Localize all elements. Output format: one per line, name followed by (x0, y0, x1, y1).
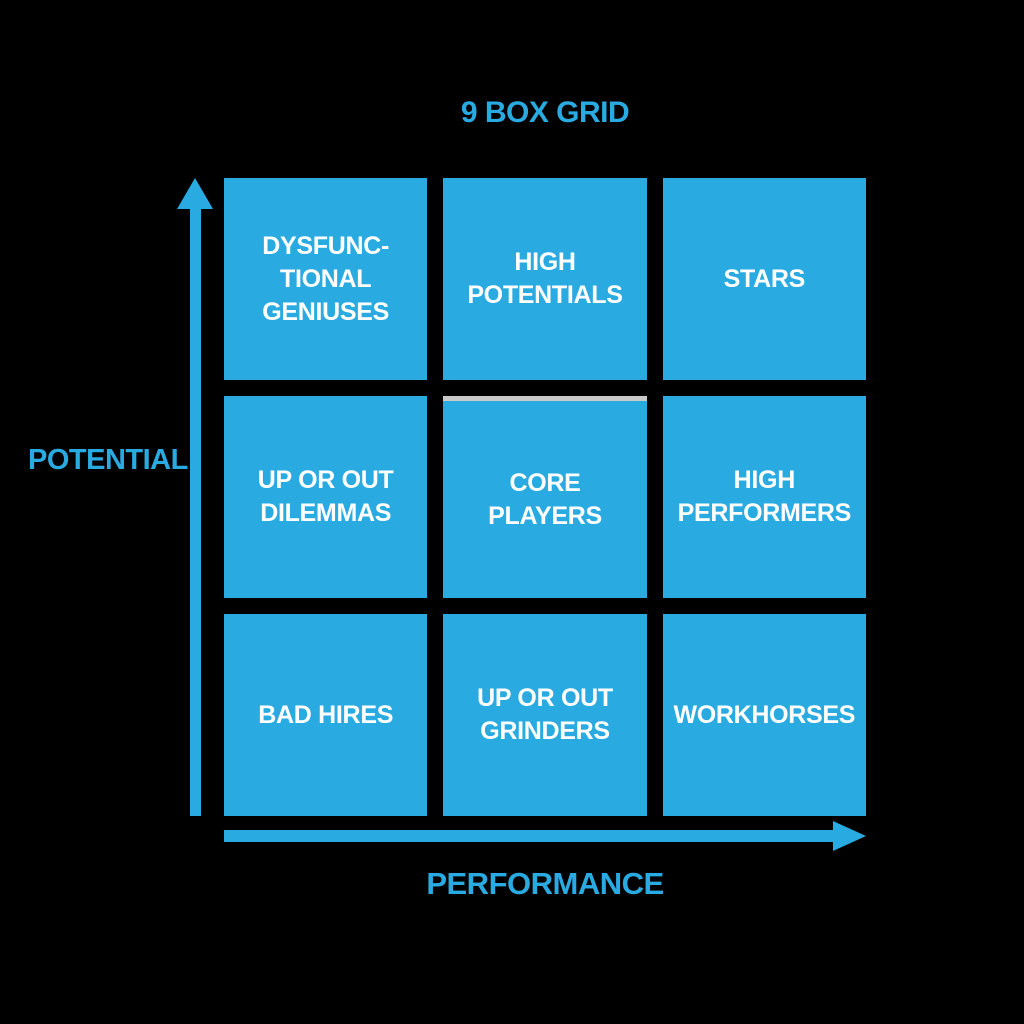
grid-cell-high-performers: HIGH PERFORMERS (662, 396, 866, 598)
nine-box-grid: DYSFUNC- TIONAL GENIUSES HIGH POTENTIALS… (224, 178, 866, 816)
y-axis-label: POTENTIAL (28, 444, 188, 476)
grid-cell-label: UP OR OUT DILEMMAS (257, 466, 394, 527)
grid-cell-core-players: CORE PLAYERS (443, 396, 647, 598)
x-axis-arrow-right-icon (833, 821, 866, 851)
grid-cell-label: STARS (723, 264, 806, 293)
diagram-title: 9 BOX GRID (460, 96, 630, 129)
grid-cell-workhorses: WORKHORSES (662, 614, 866, 816)
grid-cell-label: CORE PLAYERS (488, 468, 602, 530)
y-axis-line (190, 207, 201, 816)
grid-cell-label: DYSFUNC- TIONAL GENIUSES (262, 231, 390, 326)
grid-cell-stars: STARS (662, 178, 866, 380)
x-axis-label: PERFORMANCE (426, 866, 664, 901)
grid-cell-bad-hires: BAD HIRES (224, 614, 428, 816)
grid-cell-up-or-out-grinders: UP OR OUT GRINDERS (443, 614, 647, 816)
grid-cell-dysfunctional-geniuses: DYSFUNC- TIONAL GENIUSES (224, 178, 428, 380)
grid-cell-label: BAD HIRES (258, 700, 394, 729)
grid-cell-high-potentials: HIGH POTENTIALS (443, 178, 647, 380)
grid-cell-label: WORKHORSES (673, 700, 856, 729)
grid-cell-label: UP OR OUT GRINDERS (477, 684, 613, 745)
x-axis-line (224, 830, 834, 842)
grid-cell-label: HIGH PERFORMERS (677, 466, 852, 527)
y-axis-arrow-up-icon (177, 178, 213, 209)
grid-cell-label: HIGH POTENTIALS (467, 248, 623, 309)
grid-cell-up-or-out-dilemmas: UP OR OUT DILEMMAS (224, 396, 428, 598)
